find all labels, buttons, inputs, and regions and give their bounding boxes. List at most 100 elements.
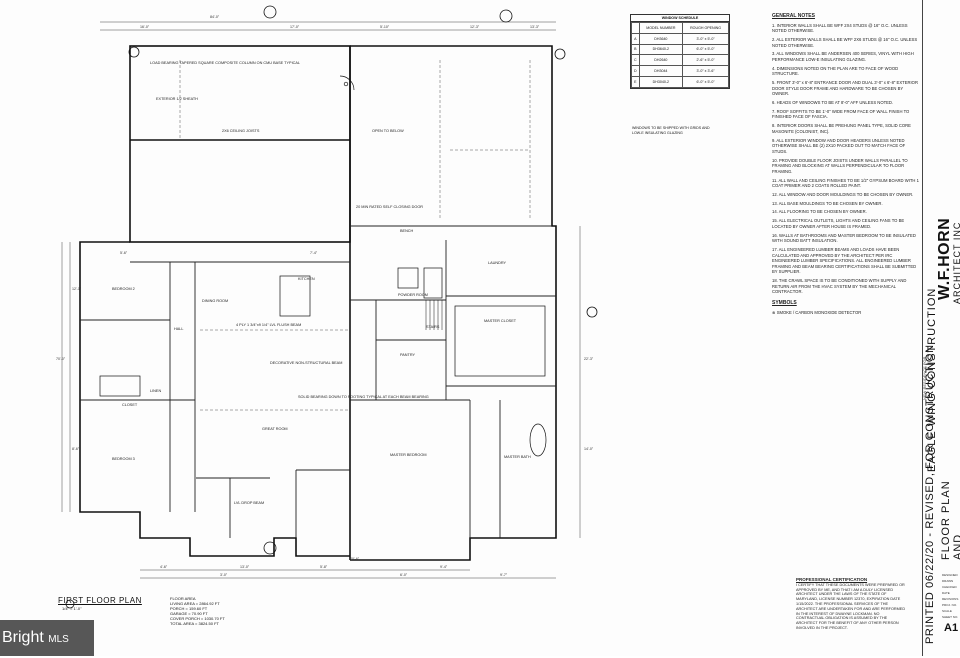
room-hall: HALL bbox=[174, 327, 184, 331]
list-item: 11. ALL WALL AND CEILING FINISHES TO BE … bbox=[772, 177, 919, 189]
dim-g: 8'-6" bbox=[72, 447, 80, 451]
certification-text: I CERTIFY THAT THESE DOCUMENTS WERE PREP… bbox=[796, 582, 906, 630]
floor-area-table: FLOOR AREA LIVING AREA = 2864.92 FT PORC… bbox=[170, 596, 225, 626]
room-master-bedroom: MASTER BEDROOM bbox=[390, 453, 427, 457]
note-bearing: SOLID BEARING DOWN TO FOOTING TYPICAL AT… bbox=[298, 395, 429, 399]
room-bedroom-3: BEDROOM 3 bbox=[112, 457, 135, 461]
dim-s: 20'-6" bbox=[350, 557, 360, 561]
professional-certification: PROFESSIONAL CERTIFICATION I CERTIFY THA… bbox=[796, 577, 908, 631]
room-master-closet: MASTER CLOSET bbox=[484, 319, 517, 323]
list-item: CHECKED bbox=[942, 585, 957, 589]
dim-f: 12'-1" bbox=[72, 287, 82, 291]
list-item: 9. ALL EXTERIOR WINDOW AND DOOR HEADERS … bbox=[772, 137, 906, 154]
note-flush-beam: 4 PLY 1 3/4"x9 1/4" LVL FLUSH BEAM bbox=[236, 323, 301, 327]
section-markers bbox=[65, 5, 598, 609]
room-pantry: PANTRY bbox=[400, 353, 416, 357]
room-powder: POWDER ROOM bbox=[398, 293, 428, 297]
dim-b: 17'-0" bbox=[290, 25, 300, 29]
list-item: SCALE bbox=[942, 609, 952, 613]
sheet-number: A1 bbox=[944, 622, 959, 634]
list-item: LIVING AREA = 2864.92 FT bbox=[170, 601, 220, 606]
dim-p: 3'-0" bbox=[220, 573, 228, 577]
list-item: 7. ROOF SOFFITS TO BE 1'-0" WIDE FROM FA… bbox=[772, 108, 910, 120]
certification-title: PROFESSIONAL CERTIFICATION bbox=[796, 577, 868, 582]
note-decorative-beam: DECORATIVE NON-STRUCTURAL BEAM bbox=[270, 361, 342, 365]
note-column: LOAD BEARING TAPERED SQUARE COMPOSITE CO… bbox=[150, 61, 300, 65]
room-bedroom-2: BEDROOM 2 bbox=[112, 287, 135, 291]
list-item: 14. ALL FLOORING TO BE CHOSEN BY OWNER. bbox=[772, 209, 867, 215]
watermark-suffix: MLS bbox=[48, 634, 69, 645]
dim-k: 13'-0" bbox=[240, 565, 250, 569]
print-status: PRINTED 06/22/20 - REVISED, FOR CONSTRUC… bbox=[924, 344, 936, 644]
symbol-smoke-detector: ⊗ SMOKE / CARBON MONOXIDE DETECTOR bbox=[772, 309, 862, 315]
room-great-room: GREAT ROOM bbox=[262, 427, 288, 431]
general-notes-title: GENERAL NOTES bbox=[772, 13, 815, 19]
dim-n: 9'-7" bbox=[500, 573, 508, 577]
room-laundry: LAUNDRY bbox=[488, 261, 507, 265]
dim-e: 13'-3" bbox=[530, 25, 540, 29]
dim-o: 9'-4" bbox=[440, 565, 448, 569]
window-schedule-title: WINDOW SCHEDULE bbox=[631, 15, 729, 22]
list-item: 1. INTERIOR WALLS SHALL BE WFF 2X4 STUDS… bbox=[772, 22, 908, 34]
mls-watermark: Bright MLS bbox=[0, 620, 94, 656]
room-closet: CLOSET bbox=[122, 403, 138, 407]
dim-l: 5'-8" bbox=[320, 565, 328, 569]
window-schedule-footnote: WINDOWS TO BE SHIPPED WITH GRIDS AND LOW… bbox=[632, 126, 710, 135]
dim-m: 6'-0" bbox=[400, 573, 408, 577]
list-item: DRAWN bbox=[942, 579, 954, 583]
fixtures bbox=[99, 75, 547, 457]
title-block-fields: DESIGNED DRAWN CHECKED DATE REVISIONS PR… bbox=[942, 572, 960, 620]
dim-j: 4'-6" bbox=[160, 565, 168, 569]
dimension-lines bbox=[61, 21, 581, 579]
note-drop-beam: LVL DROP BEAM bbox=[234, 501, 264, 505]
list-item: 3. ALL WINDOWS SHALL BE ANDERSEN 400 SER… bbox=[772, 51, 914, 62]
schedule-col-mark bbox=[631, 22, 640, 34]
note-open-below: OPEN TO BELOW bbox=[372, 129, 404, 133]
smoke-detector-icon: ⊗ bbox=[772, 309, 777, 315]
dim-c: 5'-10" bbox=[380, 25, 390, 29]
title-block bbox=[922, 0, 960, 656]
sheet-title-continued: AND bbox=[952, 533, 960, 560]
list-item: SHEET NO. bbox=[942, 615, 959, 619]
list-item: 13. ALL BASE MOULDINGS TO BE CHOSEN BY O… bbox=[772, 200, 883, 206]
floor-plan-drawing: 84'-0" 16'-0" 17'-0" 5'-10" 12'-3" 13'-3… bbox=[56, 5, 598, 609]
room-master-bath: MASTER BATH bbox=[504, 455, 531, 459]
schedule-col-model: MODEL NUMBER bbox=[638, 22, 684, 34]
plan-title: FIRST FLOOR PLAN bbox=[58, 596, 142, 605]
room-dining: DINING ROOM bbox=[202, 299, 228, 303]
note-sheath: EXTERIOR 1/2 SHEATH bbox=[156, 97, 198, 101]
room-linen: LINEN bbox=[150, 389, 161, 393]
room-stairs: STAIRS bbox=[426, 325, 440, 329]
dim-q: 5'-6" bbox=[120, 251, 128, 255]
firm-subtitle: ARCHITECT INC bbox=[952, 221, 960, 304]
room-bench: BENCH bbox=[400, 229, 414, 233]
exterior-walls bbox=[79, 45, 557, 561]
window-schedule: WINDOW SCHEDULE MODEL NUMBER ROUGH OPENI… bbox=[630, 14, 730, 89]
list-item: 10. PROVIDE DOUBLE FLOOR JOISTS UNDER WA… bbox=[772, 157, 908, 174]
note-rated-door: 20 MIN RATED SELF CLOSING DOOR bbox=[356, 205, 423, 209]
floor-area-title: FLOOR AREA bbox=[170, 596, 196, 601]
beam-lines bbox=[179, 60, 531, 411]
sheet-title: FLOOR PLAN bbox=[940, 480, 952, 560]
note-ceiling-joists: 2X6 CEILING JOISTS bbox=[222, 129, 260, 133]
list-item: 17. ALL ENGINEERED LUMBER BEAMS AND LOAD… bbox=[772, 247, 917, 275]
dim-r: 7'-4" bbox=[310, 251, 318, 255]
dim-i: 14'-0" bbox=[584, 447, 594, 451]
list-item: 18. THE CRAWL SPACE IS TO BE CONDITIONED… bbox=[772, 278, 907, 295]
list-item: COVER PORCH = 1030.70 FT bbox=[170, 616, 225, 621]
list-item: DATE bbox=[942, 591, 950, 595]
room-kitchen: KITCHEN bbox=[298, 277, 315, 281]
list-item: GARAGE = 70.90 FT bbox=[170, 611, 208, 616]
watermark-brand: Bright bbox=[2, 629, 44, 646]
list-item: PORCH = 159.60 FT bbox=[170, 606, 208, 611]
list-item: REVISIONS bbox=[942, 597, 959, 601]
list-item: PROJ. NO. bbox=[942, 603, 958, 607]
list-item: 5. FRONT 3'-0" x 6'-8" ENTRANCE DOOR AND… bbox=[772, 80, 918, 97]
list-item: 8. INTERIOR DOORS SHALL BE PREHUNG PANEL… bbox=[772, 123, 911, 134]
